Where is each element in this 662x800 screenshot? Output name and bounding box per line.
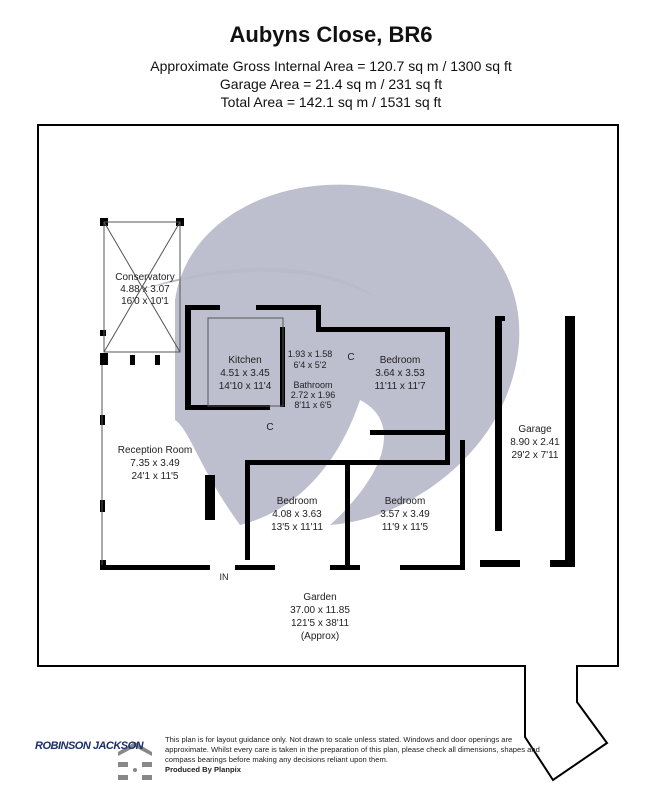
planpix-logo-icon bbox=[118, 742, 152, 780]
room-imperial-bedroom-2: 13'5 x 11'11 bbox=[271, 522, 323, 533]
room-metric-garden: 37.00 x 11.85 bbox=[290, 605, 350, 616]
room-imperial-kitchen: 14'10 x 11'4 bbox=[219, 381, 272, 392]
produced-by: Produced By Planpix bbox=[165, 765, 241, 774]
garden-boundary bbox=[37, 124, 619, 782]
room-name-garden: Garden bbox=[303, 592, 336, 603]
room-name-reception: Reception Room bbox=[118, 445, 192, 456]
room-name-bedroom-3: Bedroom bbox=[385, 496, 426, 507]
room-imperial-garden: 121'5 x 38'11 bbox=[291, 618, 350, 629]
room-metric-hall: 1.93 x 1.58 bbox=[288, 349, 333, 359]
room-metric-kitchen: 4.51 x 3.45 bbox=[220, 368, 270, 379]
garden-approx-note: (Approx) bbox=[301, 631, 339, 642]
room-name-bathroom: Bathroom bbox=[293, 380, 332, 390]
house-walls bbox=[100, 218, 575, 570]
window-lines bbox=[101, 221, 284, 565]
room-imperial-reception: 24'1 x 11'5 bbox=[131, 471, 178, 482]
robinson-jackson-logo: ROBINSON JACKSON bbox=[35, 740, 144, 752]
room-metric-bedroom-3: 3.57 x 3.49 bbox=[380, 509, 430, 520]
garage-area: Garage Area = 21.4 sq m / 231 sq ft bbox=[219, 76, 443, 92]
room-imperial-bedroom-3: 11'9 x 11'5 bbox=[382, 522, 429, 533]
room-name-garage: Garage bbox=[518, 424, 552, 435]
total-area: Total Area = 142.1 sq m / 1531 sq ft bbox=[220, 94, 442, 110]
room-imperial-hall: 6'4 x 5'2 bbox=[294, 360, 327, 370]
room-metric-garage: 8.90 x 2.41 bbox=[510, 437, 560, 448]
entrance-label: IN bbox=[220, 572, 229, 582]
room-name-bedroom-1: Bedroom bbox=[380, 355, 421, 366]
room-imperial-conservatory: 16'0 x 10'1 bbox=[121, 296, 169, 307]
room-name-conservatory: Conservatory bbox=[115, 272, 174, 283]
room-name-bedroom-2: Bedroom bbox=[277, 496, 318, 507]
room-metric-bathroom: 2.72 x 1.96 bbox=[291, 390, 336, 400]
room-metric-bedroom-1: 3.64 x 3.53 bbox=[375, 368, 425, 379]
cupboard-label: C bbox=[347, 352, 354, 363]
room-imperial-bedroom-1: 11'11 x 11'7 bbox=[374, 381, 426, 392]
cupboard-label: C bbox=[266, 422, 273, 433]
watermark-logo bbox=[140, 184, 520, 525]
disclaimer: This plan is for layout guidance only. N… bbox=[165, 735, 545, 775]
room-metric-reception: 7.35 x 3.49 bbox=[130, 458, 180, 469]
room-metric-bedroom-2: 4.08 x 3.63 bbox=[272, 509, 322, 520]
room-imperial-bathroom: 8'11 x 6'5 bbox=[294, 400, 331, 410]
room-imperial-garage: 29'2 x 7'11 bbox=[511, 450, 558, 461]
room-metric-conservatory: 4.88 x 3.07 bbox=[120, 284, 170, 295]
plan-title: Aubyns Close, BR6 bbox=[229, 22, 433, 47]
disclaimer-text: This plan is for layout guidance only. N… bbox=[165, 735, 540, 764]
gross-internal-area: Approximate Gross Internal Area = 120.7 … bbox=[150, 58, 512, 74]
room-name-kitchen: Kitchen bbox=[228, 355, 261, 366]
